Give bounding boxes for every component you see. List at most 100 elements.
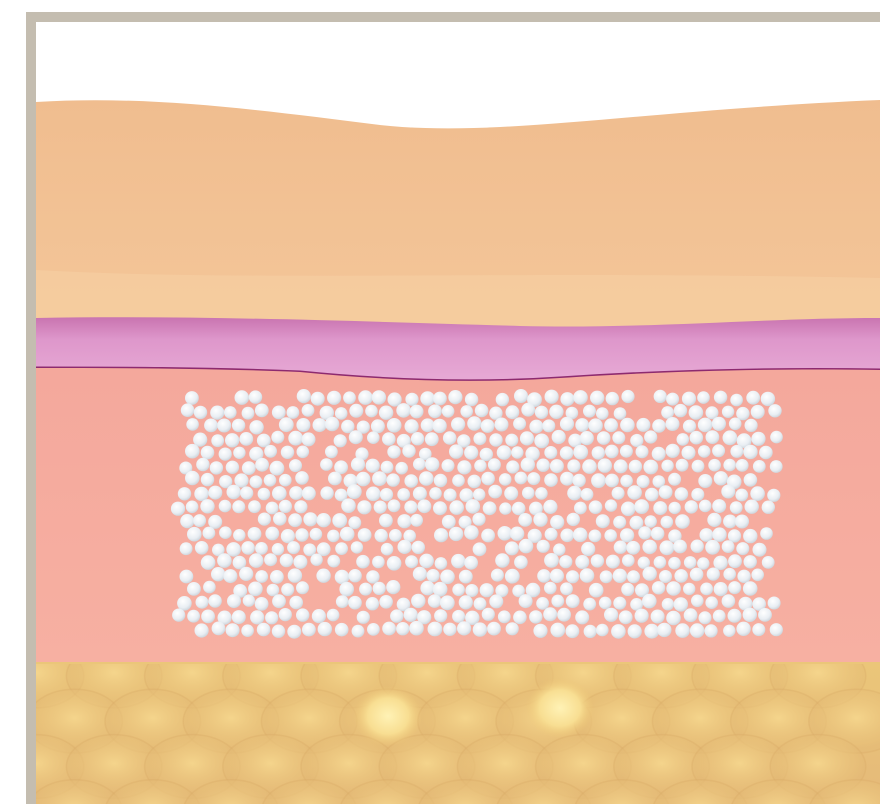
particle <box>295 471 309 485</box>
particle <box>279 417 294 432</box>
particle <box>313 418 327 432</box>
particle <box>195 623 209 637</box>
particle <box>596 624 609 637</box>
particle <box>419 554 434 569</box>
particle <box>178 487 191 500</box>
particle <box>622 554 635 567</box>
particle <box>488 485 502 499</box>
particle <box>187 610 200 623</box>
particle <box>550 515 564 529</box>
particle <box>684 556 697 569</box>
particle <box>707 568 720 581</box>
particle <box>626 541 640 555</box>
particle <box>434 528 448 542</box>
particle <box>588 418 602 432</box>
particle <box>636 445 649 458</box>
particle <box>289 459 302 472</box>
particle <box>712 499 726 513</box>
particle <box>468 475 482 489</box>
particle <box>374 501 387 514</box>
particle <box>627 570 640 583</box>
particle <box>473 432 486 445</box>
particle <box>567 486 582 501</box>
particle <box>281 583 294 596</box>
particle <box>581 488 594 501</box>
particle <box>457 621 471 635</box>
particle <box>351 541 363 553</box>
particle <box>605 445 619 459</box>
particle <box>698 418 713 433</box>
particle <box>736 622 750 636</box>
particle <box>185 471 200 486</box>
particle <box>343 391 356 404</box>
particle <box>472 513 485 526</box>
particle <box>557 608 571 622</box>
particle <box>604 418 618 432</box>
particle <box>480 448 493 461</box>
particle <box>443 623 456 636</box>
particle <box>600 570 613 583</box>
particle <box>340 527 355 542</box>
particle <box>545 390 559 404</box>
particle <box>645 515 657 527</box>
particle <box>336 595 349 608</box>
particle <box>666 393 679 406</box>
particle <box>232 610 246 624</box>
particle <box>574 502 587 515</box>
particle <box>187 527 202 542</box>
particle <box>467 416 481 430</box>
particle <box>642 540 657 555</box>
particle <box>714 471 728 485</box>
particle <box>613 569 627 583</box>
particle <box>699 611 712 624</box>
particle <box>743 529 757 543</box>
particle <box>411 594 425 608</box>
particle <box>201 610 215 624</box>
particle <box>690 431 704 445</box>
particle <box>759 446 773 460</box>
particle <box>349 430 363 444</box>
particle <box>661 516 674 529</box>
particle <box>712 417 726 431</box>
particle <box>673 540 687 554</box>
particle <box>643 460 658 475</box>
particle <box>612 487 625 500</box>
particle <box>768 597 781 610</box>
particle <box>735 489 748 502</box>
particle <box>203 581 216 594</box>
particle <box>630 434 643 447</box>
particle <box>504 486 518 500</box>
particle <box>605 474 619 488</box>
particle <box>465 584 478 597</box>
particle <box>187 582 201 596</box>
particle <box>581 542 595 556</box>
particle <box>241 624 254 637</box>
particle <box>638 526 651 539</box>
particle <box>332 513 347 528</box>
particle <box>669 502 681 514</box>
particle <box>699 500 712 513</box>
particle <box>226 542 241 557</box>
particle <box>634 499 649 514</box>
particle <box>573 390 588 405</box>
particle <box>327 555 340 568</box>
particle <box>620 445 633 458</box>
particle <box>691 488 704 501</box>
particle <box>413 487 427 501</box>
particle <box>208 486 222 500</box>
particle <box>255 597 269 611</box>
particle <box>412 541 425 554</box>
particle <box>241 541 255 555</box>
particle <box>303 512 317 526</box>
particle <box>566 624 580 638</box>
particle <box>629 460 642 473</box>
particle <box>735 515 749 529</box>
particle <box>390 609 403 622</box>
particle <box>596 514 610 528</box>
particle <box>232 419 245 432</box>
particle <box>746 391 760 405</box>
particle <box>225 433 239 447</box>
particle <box>730 394 743 407</box>
particle <box>560 446 574 460</box>
particle <box>705 540 720 555</box>
